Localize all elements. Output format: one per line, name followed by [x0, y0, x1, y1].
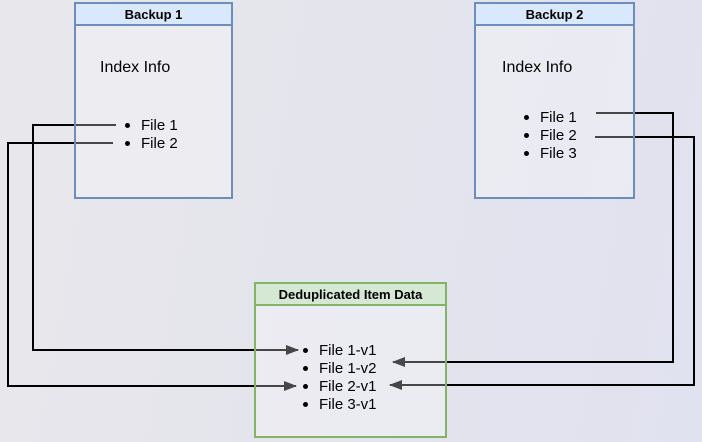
backup1-index-info-label: Index Info [100, 59, 171, 76]
file-list-item: File 2 [524, 126, 577, 144]
file-list-item: File 2-v1 [303, 377, 377, 395]
file-list-item: File 1 [125, 116, 178, 134]
backup2-header: Backup 2 [476, 4, 633, 26]
file-label: File 3 [540, 144, 577, 162]
file-label: File 2 [540, 126, 577, 144]
backup1-header: Backup 1 [76, 4, 231, 26]
file-label: File 1 [540, 108, 577, 126]
file-label: File 3-v1 [319, 395, 377, 413]
file-list-item: File 1-v1 [303, 341, 377, 359]
bullet-icon [524, 132, 529, 138]
dedup-title: Deduplicated Item Data [278, 286, 423, 302]
backup2-title: Backup 2 [525, 6, 584, 22]
bullet-icon [303, 401, 308, 407]
dedup-header: Deduplicated Item Data [256, 284, 445, 306]
bullet-icon [125, 122, 130, 128]
file-list-item: File 3 [524, 144, 577, 162]
file-label: File 2-v1 [319, 377, 377, 395]
bullet-icon [524, 150, 529, 156]
bullet-icon [125, 140, 130, 146]
file-list-item: File 1-v2 [303, 359, 377, 377]
file-label: File 1 [141, 116, 178, 134]
file-label: File 2 [141, 134, 178, 152]
file-list-item: File 2 [125, 134, 178, 152]
backup1-title: Backup 1 [124, 6, 183, 22]
file-list-item: File 3-v1 [303, 395, 377, 413]
file-label: File 1-v1 [319, 341, 377, 359]
backup2-index-info-label: Index Info [502, 59, 573, 76]
file-label: File 1-v2 [319, 359, 377, 377]
bullet-icon [303, 347, 308, 353]
bullet-icon [303, 383, 308, 389]
file-list-item: File 1 [524, 108, 577, 126]
bullet-icon [524, 114, 529, 120]
bullet-icon [303, 365, 308, 371]
